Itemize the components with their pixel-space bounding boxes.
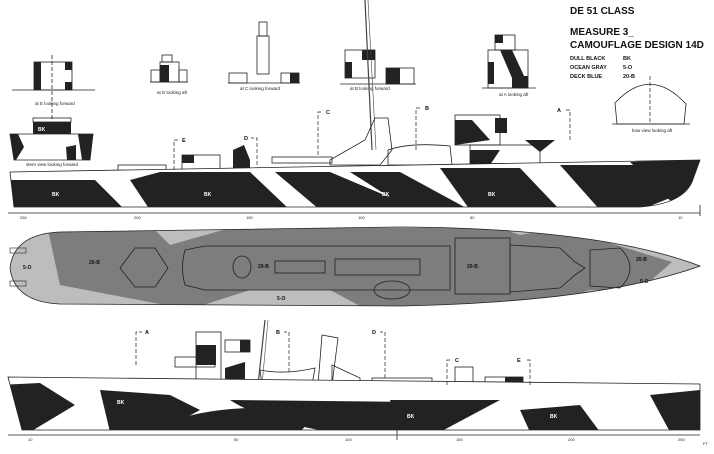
section-c-label: at C looking forward	[240, 86, 281, 91]
section-marker-b: B	[276, 330, 280, 336]
plan-view: 5-O 20-B 20-B 5-O 20-B 20-B 5-O	[9, 226, 702, 307]
scale-label: 200	[134, 215, 141, 220]
hull-color-tag: BK	[117, 400, 125, 406]
legend-name: OCEAN GRAY	[570, 65, 607, 71]
scale-label: 200	[568, 437, 575, 442]
hull-color-tag: BK	[52, 192, 60, 198]
section-marker-e: E	[182, 138, 186, 144]
plan-color-tag: 20-B	[258, 264, 269, 270]
bow-view-label: bow view looking aft	[632, 128, 673, 133]
section-marker-d: D	[372, 330, 376, 336]
hull-color-tag: BK	[382, 192, 390, 198]
plan-color-tag: 20-B	[89, 260, 100, 266]
plan-color-tag: 5-O	[277, 296, 285, 302]
section-d-view: at D looking aft	[150, 54, 188, 95]
legend-code: 20-B	[623, 74, 635, 80]
section-c-view: at C looking forward	[228, 21, 300, 91]
scale-label: 50	[470, 215, 475, 220]
section-b-view: at B looking forward	[340, 49, 416, 91]
legend-name: DULL BLACK	[570, 56, 605, 62]
design-title: CAMOUFLAGE DESIGN 14D	[570, 40, 704, 51]
section-marker-c: C	[455, 358, 459, 364]
scale-unit: FT	[703, 441, 708, 446]
scale-label: 250	[678, 437, 685, 442]
port-profile: BK BK BK A B D C E 10 50 100 150 200 250…	[7, 319, 708, 446]
section-a-label: at A looking aft	[499, 92, 529, 97]
color-legend: DULL BLACK BK OCEAN GRAY 5-O DECK BLUE 2…	[570, 56, 635, 80]
measure-title: MEASURE 3_	[570, 27, 634, 38]
plan-color-tag: 5-O	[640, 279, 648, 285]
section-b-label: at B looking forward	[350, 86, 390, 91]
plan-color-tag: 5-O	[23, 265, 31, 271]
hull-color-tag: BK	[204, 192, 212, 198]
title-block: DE 51 CLASS MEASURE 3_ CAMOUFLAGE DESIGN…	[570, 6, 704, 51]
scale-label: 10	[28, 437, 33, 442]
bow-section-view: bow view looking aft	[612, 76, 690, 133]
hull-color-tag: BK	[550, 414, 558, 420]
scale-label: 250	[20, 215, 27, 220]
section-marker-b: B	[425, 106, 429, 112]
scale-label: 100	[345, 437, 352, 442]
section-marker-e: E	[517, 358, 521, 364]
stern-color-tag: BK	[38, 127, 46, 133]
plan-color-tag: 20-B	[467, 264, 478, 270]
hull-color-tag: BK	[488, 192, 496, 198]
stern-rack-icon	[9, 247, 27, 287]
starboard-profile: BK BK BK BK E D C B A 250 200 150 100 50…	[8, 0, 701, 220]
section-marker-c: C	[326, 110, 330, 116]
section-a-view: at A looking aft	[482, 34, 536, 97]
scale-label: 150	[456, 437, 463, 442]
legend-name: DECK BLUE	[570, 74, 602, 80]
section-marker-a: A	[145, 330, 149, 336]
scale-label: 100	[358, 215, 365, 220]
class-title: DE 51 CLASS	[570, 6, 635, 17]
stern-section-view: BK stern view looking forward	[9, 117, 94, 167]
section-d-label: at D looking aft	[157, 90, 188, 95]
scale-label: 50	[234, 437, 239, 442]
plan-color-tag: 20-B	[636, 257, 647, 263]
scale-label: 10	[678, 215, 683, 220]
scale-label: 150	[246, 215, 253, 220]
hull-color-tag: BK	[407, 414, 415, 420]
section-marker-a: A	[557, 108, 561, 114]
section-e-view: at E looking forward	[12, 55, 95, 120]
legend-code: BK	[623, 56, 631, 62]
legend-code: 5-O	[623, 65, 633, 71]
stern-view-label: stern view looking forward	[26, 162, 79, 167]
section-e-label: at E looking forward	[35, 101, 75, 106]
section-marker-d: D	[244, 136, 248, 142]
